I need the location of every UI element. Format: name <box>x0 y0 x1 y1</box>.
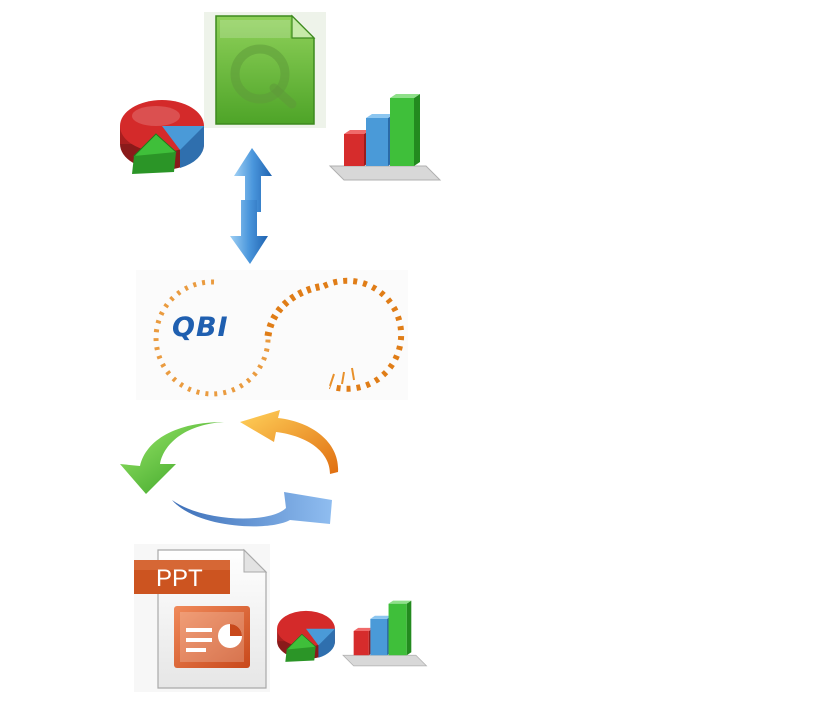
bidirectional-arrow-icon <box>228 146 274 266</box>
powerpoint-document-icon: PPT <box>134 544 270 692</box>
bar-chart-icon <box>326 92 442 184</box>
qlikview-document-icon <box>204 12 326 128</box>
qbi-logo: QBI <box>136 270 408 400</box>
pie-chart-icon <box>116 90 208 180</box>
pie-chart-icon <box>274 604 338 666</box>
qbi-logo-text: QBI <box>172 312 229 343</box>
bar-chart-icon <box>340 598 428 670</box>
cycle-arrows-icon <box>118 408 344 532</box>
ppt-badge-text: PPT <box>156 565 203 592</box>
